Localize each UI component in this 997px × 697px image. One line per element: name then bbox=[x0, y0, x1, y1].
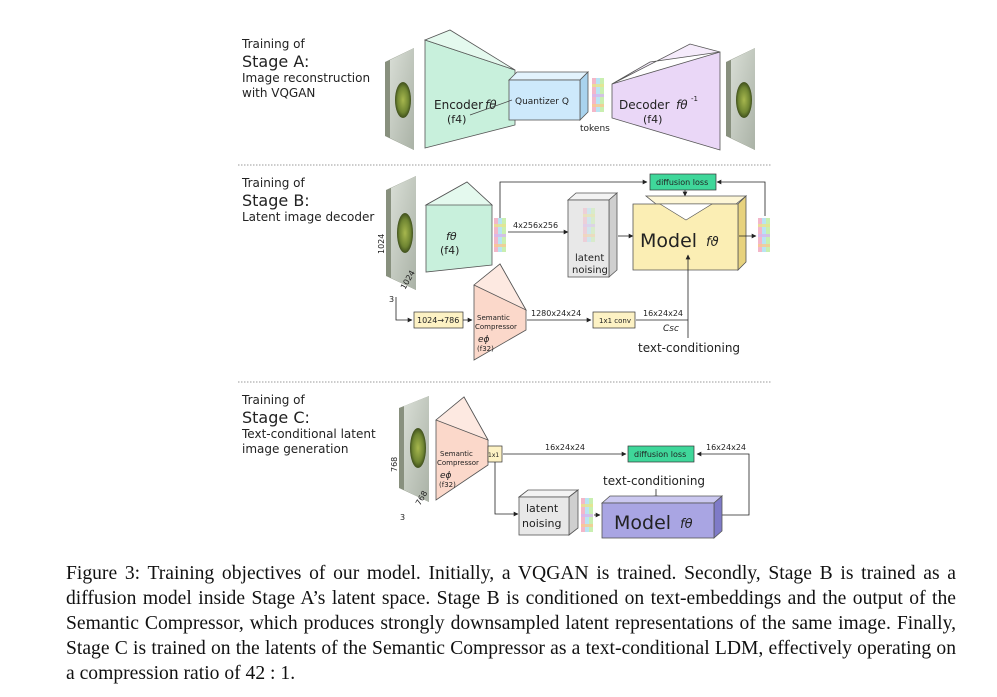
stage-c-img-h: 768 bbox=[390, 457, 399, 472]
stage-c-line4: image generation bbox=[242, 442, 349, 456]
stage-b-sc-factor: (f32) bbox=[477, 345, 494, 353]
stage-b-img-c: 3 bbox=[389, 295, 394, 304]
stage-b-diffusion-loss-label: diffusion loss bbox=[656, 178, 708, 187]
stage-c-semantic-compressor: Semantic Compressor eϕ (f32) bbox=[435, 396, 489, 501]
stage-c-dim-b: 16x24x24 bbox=[706, 443, 746, 452]
stage-b-conv: 1x1 conv bbox=[599, 317, 631, 325]
stage-c-diffusion-loss-label: diffusion loss bbox=[634, 450, 686, 459]
stage-a-line1: Training of bbox=[242, 37, 305, 51]
decoder-label: Decoder bbox=[619, 98, 670, 112]
stage-c-model-fn: fθ bbox=[680, 517, 693, 532]
stage-b-sc-2: Compressor bbox=[475, 323, 517, 331]
stage-c-sc-1: Semantic bbox=[440, 450, 473, 458]
stage-c-sc-2: Compressor bbox=[437, 459, 479, 467]
stage-a-decoder: Decoder fθ -1 (f4) bbox=[611, 43, 721, 151]
stage-c-model-label: Model bbox=[614, 512, 671, 534]
stage-b-model-fn: fϑ bbox=[706, 235, 719, 250]
stage-b-model-label: Model bbox=[640, 230, 697, 252]
stage-b-line2: Stage B: bbox=[242, 191, 310, 210]
stage-c-noising-1: latent bbox=[526, 502, 559, 515]
stage-b-text-conditioning: text-conditioning bbox=[638, 341, 740, 355]
stage-b-semantic-compressor: Semantic Compressor eϕ (f32) bbox=[473, 263, 527, 361]
stage-c-sc-fn: eϕ bbox=[440, 471, 452, 481]
stage-a-line2: Stage A: bbox=[242, 52, 310, 71]
stage-b-input-image: 1024 1024 3 bbox=[377, 176, 417, 304]
stage-a-tokens: tokens bbox=[580, 78, 610, 134]
stage-b-line1: Training of bbox=[242, 176, 305, 190]
quantizer-box: Quantizer Q bbox=[508, 71, 589, 121]
stage-c-noising-2: noising bbox=[522, 517, 562, 530]
stage-b-noising-2: noising bbox=[572, 265, 608, 276]
stage-b-model: Model fϑ bbox=[632, 195, 748, 271]
decoder-sup: -1 bbox=[691, 95, 698, 103]
stage-c-conv: 1x1 bbox=[488, 452, 499, 459]
encoder-factor: (f4) bbox=[447, 113, 466, 126]
stage-b-csc: Csc bbox=[663, 324, 679, 334]
stage-b-resize: 1024→786 bbox=[417, 316, 459, 325]
stage-b-noising-1: latent bbox=[575, 253, 604, 264]
stage-a-line4: with VQGAN bbox=[242, 86, 316, 100]
stage-c-dim-a: 16x24x24 bbox=[545, 443, 585, 452]
encoder-fn: fθ bbox=[485, 98, 497, 112]
stage-c-line3: Text-conditional latent bbox=[242, 427, 376, 441]
stage-c-latent-noising: latent noising bbox=[517, 489, 580, 536]
stage-b-dim-latent: 4x256x256 bbox=[513, 221, 558, 230]
stage-c-conv-box: 1x1 bbox=[487, 445, 503, 463]
tokens-label: tokens bbox=[580, 124, 610, 134]
stage-c-input-image: 768 768 3 bbox=[390, 396, 429, 522]
stage-b-sc-1: Semantic bbox=[477, 314, 510, 322]
stage-a-line3: Image reconstruction bbox=[242, 71, 371, 85]
decoder-fn: fθ bbox=[676, 98, 688, 112]
stage-a-input-image bbox=[385, 48, 414, 150]
stage-b-img-h: 1024 bbox=[377, 234, 386, 254]
stage-b-latent-noising: latent noising bbox=[566, 192, 619, 278]
stage-b-dim-cond: 16x24x24 bbox=[643, 309, 683, 318]
stage-a-encoder: Encoder fθ (f4) bbox=[423, 29, 516, 149]
stage-c-label: Training of Stage C: Text-conditional la… bbox=[242, 393, 376, 457]
stage-b-enc-fn: fθ bbox=[446, 230, 457, 243]
stage-c-model: Model fθ bbox=[600, 495, 724, 539]
stage-c-sc-factor: (f32) bbox=[439, 481, 456, 489]
training-diagram: Encoder fθ (f4) Quantizer Q tokens Decod… bbox=[238, 29, 772, 539]
stage-b-resize-box: 1024→786 bbox=[413, 311, 464, 329]
encoder-label: Encoder bbox=[434, 98, 483, 112]
stage-c-text-conditioning: text-conditioning bbox=[603, 474, 705, 488]
stage-c-line2: Stage C: bbox=[242, 408, 310, 427]
figure-caption: Figure 3: Training objectives of our mod… bbox=[66, 563, 956, 684]
stage-b-sc-fn: eϕ bbox=[478, 335, 490, 345]
stage-b-encoder: fθ (f4) bbox=[424, 181, 494, 273]
stage-b-label: Training of Stage B: Latent image decode… bbox=[242, 176, 374, 225]
stage-c-line1: Training of bbox=[242, 393, 305, 407]
quantizer-label: Quantizer Q bbox=[515, 97, 569, 107]
stage-a-label: Training of Stage A: Image reconstructio… bbox=[242, 37, 370, 101]
stage-c-img-c: 3 bbox=[400, 513, 405, 522]
stage-b-line3: Latent image decoder bbox=[242, 210, 375, 224]
stage-b-enc-factor: (f4) bbox=[440, 244, 459, 257]
stage-c-diffusion-loss: diffusion loss bbox=[627, 445, 695, 463]
stage-a-output-image bbox=[726, 48, 755, 150]
stage-b-diffusion-loss: diffusion loss bbox=[649, 173, 717, 191]
stage-b-conv-box: 1x1 conv bbox=[592, 311, 636, 329]
stage-b-dim-sc: 1280x24x24 bbox=[531, 309, 581, 318]
decoder-factor: (f4) bbox=[643, 113, 662, 126]
